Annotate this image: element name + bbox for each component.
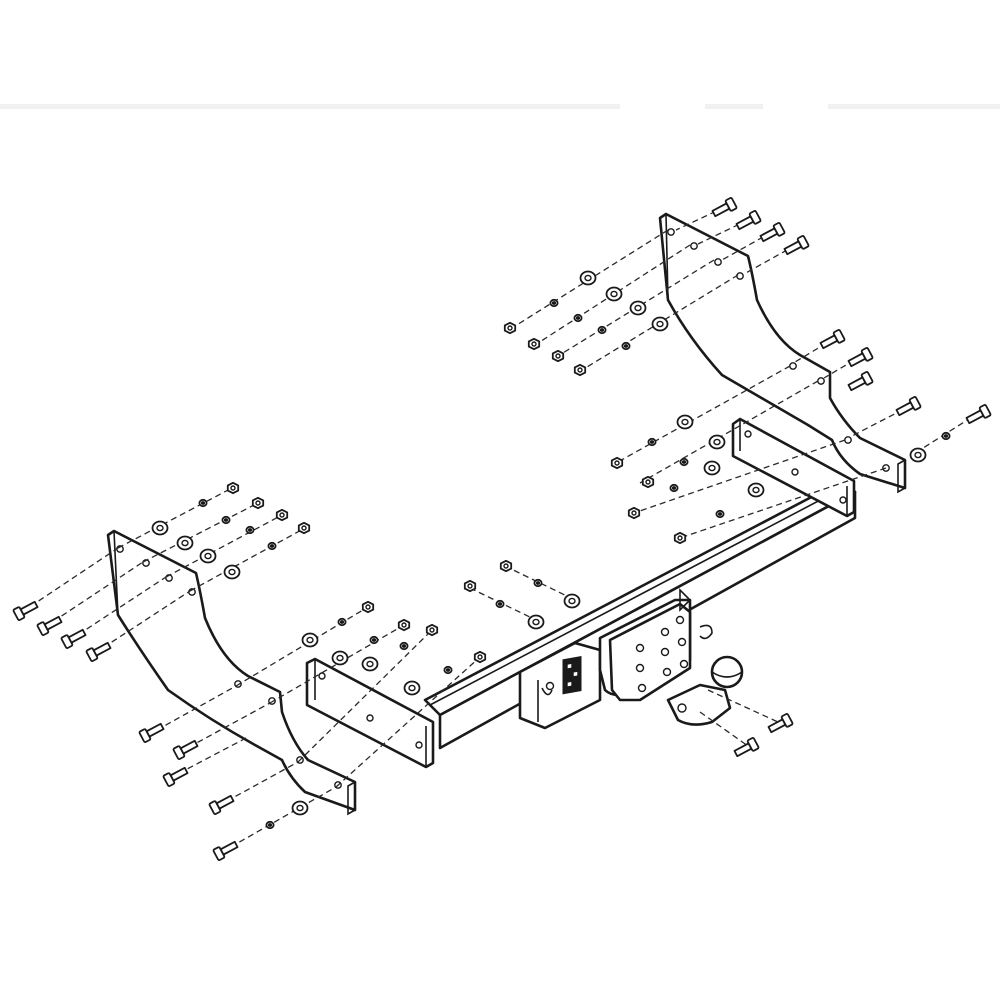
- bolt-icon: [85, 641, 112, 662]
- top-divider-middle: [705, 104, 763, 109]
- lock-washer-hole: [599, 328, 605, 332]
- washer-hole: [366, 660, 374, 668]
- bolt-icon: [965, 404, 992, 425]
- lock-washer-hole: [575, 316, 581, 320]
- bolt-icon: [819, 329, 846, 350]
- cross-beam: [423, 480, 857, 750]
- bolt-icon: [895, 396, 922, 417]
- nut-hole: [531, 341, 537, 347]
- bolt-icon: [36, 615, 63, 636]
- washer-hole: [568, 597, 576, 605]
- bolt-icon: [783, 235, 810, 256]
- washer-hole: [708, 464, 716, 472]
- lock-washer-hole: [671, 486, 677, 490]
- washer-hole: [156, 524, 164, 532]
- nut-hole: [614, 460, 620, 466]
- lock-washer-hole: [623, 344, 629, 348]
- bolt-icon: [60, 628, 87, 649]
- washer-hole: [306, 636, 314, 644]
- nut-hole: [230, 485, 236, 491]
- bolt-icon: [733, 737, 760, 758]
- nut-hole: [401, 622, 407, 628]
- bolt-icon: [847, 371, 874, 392]
- tow-ball: [666, 655, 744, 726]
- washer-hole: [408, 684, 416, 692]
- nut-hole: [467, 583, 473, 589]
- washer-hole: [336, 654, 344, 662]
- nut-hole: [279, 512, 285, 518]
- washer-hole: [752, 486, 760, 494]
- lock-washer-hole: [223, 518, 229, 522]
- bolt-icon: [138, 722, 165, 743]
- lock-washer-hole: [401, 644, 407, 648]
- lock-washer-hole: [717, 512, 723, 516]
- nut-hole: [577, 367, 583, 373]
- lock-washer-hole: [551, 301, 557, 305]
- washer-hole: [914, 451, 922, 459]
- lock-washer-hole: [247, 528, 253, 532]
- nut-hole: [429, 627, 435, 633]
- tow-ball-plate: [598, 588, 713, 702]
- lock-washer-hole: [497, 602, 503, 606]
- lock-washer-hole: [535, 581, 541, 585]
- washer-hole: [610, 290, 618, 298]
- center-mount: [518, 641, 602, 730]
- right-bracket: [658, 212, 907, 494]
- lock-washer-hole: [445, 668, 451, 672]
- bolt-icon: [212, 840, 239, 861]
- nut-hole: [507, 325, 513, 331]
- washer-hole: [228, 568, 236, 576]
- top-divider-right: [828, 104, 1000, 109]
- lock-washer-hole: [681, 460, 687, 464]
- washer-hole: [584, 274, 592, 282]
- washer-hole: [181, 539, 189, 547]
- lock-washer-hole: [339, 620, 345, 624]
- bolt-icon: [162, 766, 189, 787]
- nut-hole: [503, 563, 509, 569]
- bolt-icon: [172, 739, 199, 760]
- lock-washer-hole: [649, 440, 655, 444]
- washer-hole: [681, 418, 689, 426]
- bolt-icon: [767, 713, 794, 734]
- bolt-icon: [735, 210, 762, 231]
- lock-washer-hole: [267, 823, 273, 827]
- right-inner-plate: [731, 417, 856, 518]
- washer-hole: [634, 304, 642, 312]
- nut-hole: [477, 654, 483, 660]
- washer-hole: [296, 804, 304, 812]
- bolt-icon: [208, 794, 235, 815]
- lock-washer-hole: [371, 638, 377, 642]
- top-divider-left: [0, 104, 620, 109]
- left-inner-plate: [305, 657, 435, 769]
- washer-hole: [204, 552, 212, 560]
- bolt-icon: [847, 347, 874, 368]
- washer-hole: [713, 438, 721, 446]
- lock-washer-hole: [943, 434, 949, 438]
- nut-hole: [555, 353, 561, 359]
- washer-hole: [532, 618, 540, 626]
- bolt-icon: [12, 600, 39, 621]
- lock-washer-hole: [200, 501, 206, 505]
- washer-hole: [656, 320, 664, 328]
- fasteners: [12, 197, 992, 861]
- bolt-icon: [759, 222, 786, 243]
- nut-hole: [631, 510, 637, 516]
- bolt-icon: [711, 197, 738, 218]
- nut-hole: [645, 479, 651, 485]
- nut-hole: [677, 535, 683, 541]
- nut-hole: [365, 604, 371, 610]
- lock-washer-hole: [269, 544, 275, 548]
- nut-hole: [255, 500, 261, 506]
- nut-hole: [301, 525, 307, 531]
- left-bracket: [106, 529, 357, 816]
